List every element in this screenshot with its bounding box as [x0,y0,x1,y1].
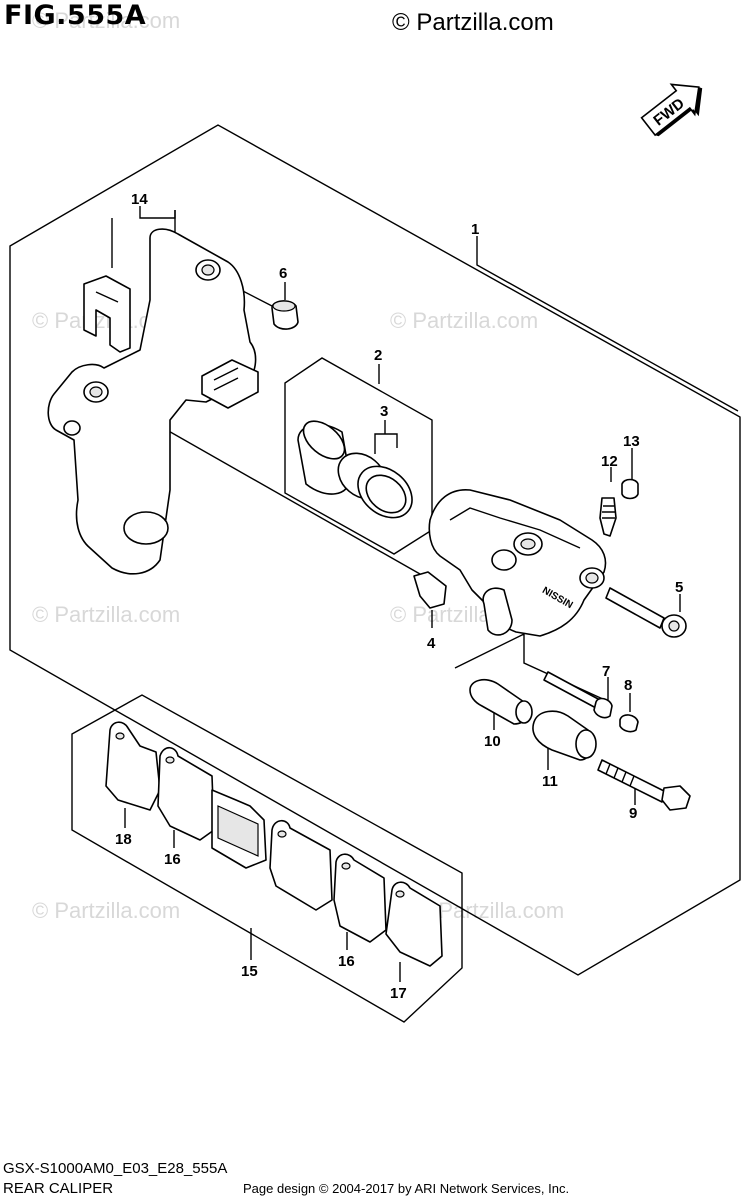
cap-part-6 [271,300,299,330]
page-design-credit: Page design © 2004-2017 by ARI Network S… [243,1181,570,1196]
callout-11: 11 [542,773,558,790]
model-code: GSX-S1000AM0_E03_E28_555A [3,1160,228,1177]
bleeder-screw-part [599,478,639,537]
watermark-text: © Partzilla.com [32,602,180,627]
brake-pads [105,721,443,967]
callout-17: 17 [390,985,407,1002]
caliper-body-part: NISSIN [428,489,607,637]
copyright-notice: © Partzilla.com [392,9,554,36]
callout-labels: 1 2 3 4 5 6 7 8 9 10 11 12 13 14 15 16 1… [115,191,683,1002]
callout-16: 16 [338,953,355,970]
callout-14: 14 [131,191,148,208]
callout-2: 2 [374,347,382,364]
callout-7: 7 [602,663,610,680]
callout-13: 13 [623,433,640,450]
callout-18: 18 [115,831,132,848]
assembly-outline [9,124,741,976]
piston-seal-parts [297,420,413,519]
callout-5: 5 [675,579,683,596]
callout-1: 1 [471,221,479,238]
callout-9: 9 [629,805,637,822]
caliper-bracket-part [47,228,259,575]
watermark-text: © Partzilla.com [390,308,538,333]
boot-parts [469,678,597,761]
watermark-text: © Partzilla.com [32,898,180,923]
pad-pin-part-5 [605,587,687,638]
bolt-part-9 [597,759,691,811]
figure-title: FIG.555A [4,0,147,31]
callout-12: 12 [601,453,618,470]
watermark-text: © Partzilla.com [32,8,180,33]
slide-pin-part-7 [543,671,639,733]
callout-10: 10 [484,733,501,750]
callout-8: 8 [624,677,632,694]
callout-4: 4 [427,635,436,652]
callout-3: 3 [380,403,388,420]
pad-clip-part-4 [413,571,447,609]
callout-15: 15 [241,963,258,980]
diagram-caption: REAR CALIPER [3,1180,114,1197]
fwd-arrow-icon: FWD [640,83,703,137]
callout-6: 6 [279,265,287,282]
callout-16: 16 [164,851,181,868]
pad-spring-part [83,275,131,353]
pad-kit-outline [71,694,463,1023]
